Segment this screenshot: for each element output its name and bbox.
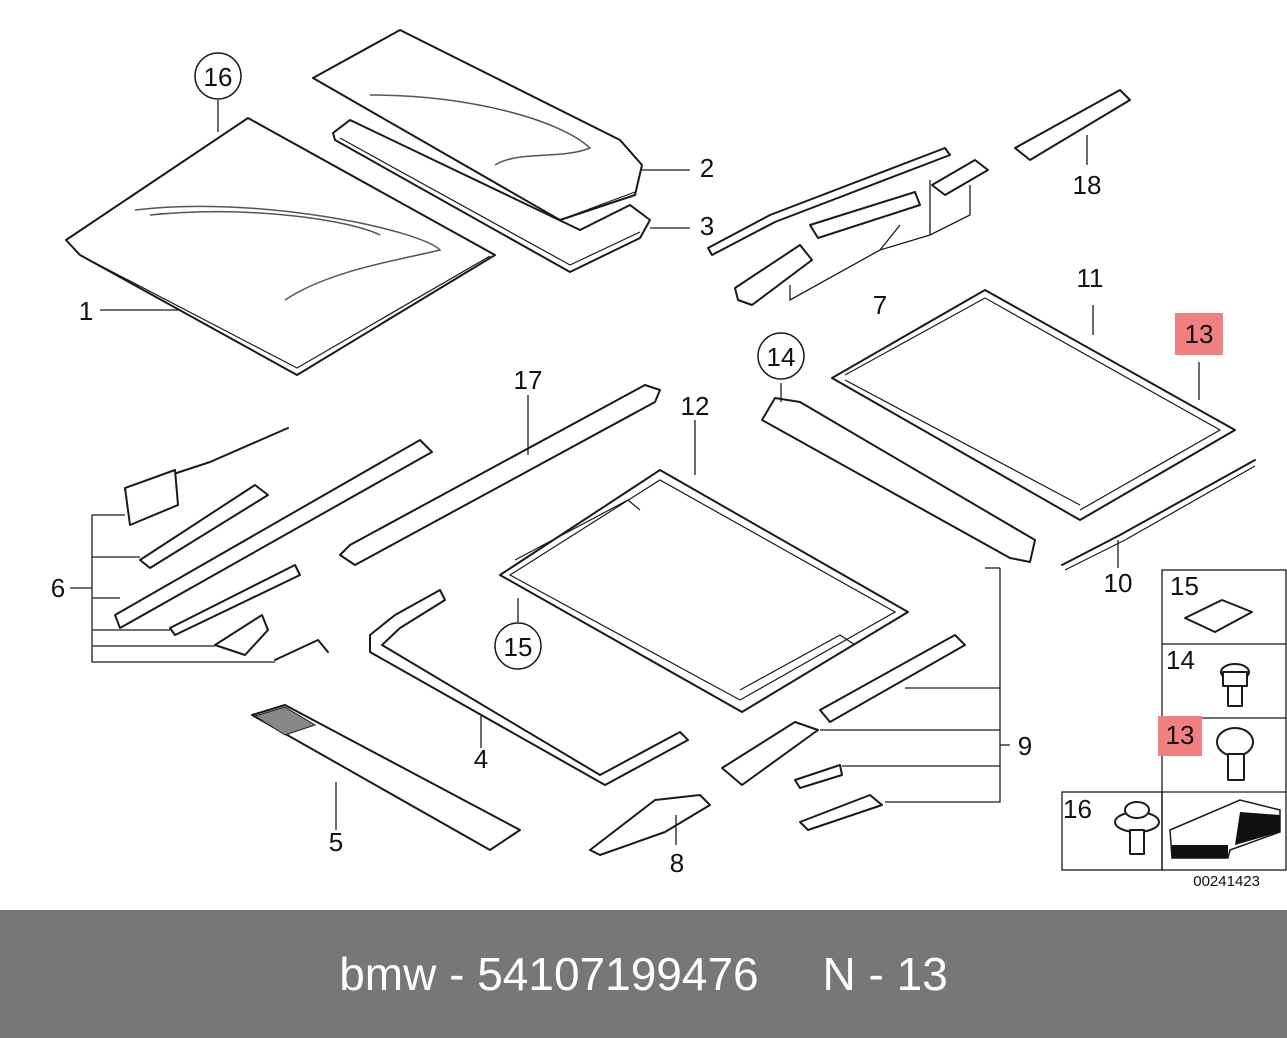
part-4-water-channel [369, 589, 689, 786]
part-14-wind-deflector [761, 383, 1036, 563]
part-8-slide-mechanism [589, 794, 711, 856]
diagram-number: 00241423 [1193, 873, 1260, 890]
svg-text:16: 16 [204, 62, 233, 92]
footer-gap [759, 947, 823, 1001]
legend-label-16: 16 [1063, 794, 1092, 824]
footer-position-label: N - 13 [822, 948, 948, 1000]
part-3-seal [332, 119, 651, 273]
callout-11: 11 [1077, 263, 1104, 293]
callout-9: 9 [1018, 731, 1032, 761]
part-10-seal-strip [1061, 459, 1256, 571]
part-12-frame [499, 420, 909, 713]
parts-diagram: 16 14 15 13 1 2 3 4 5 6 7 8 9 10 11 12 1… [51, 29, 1287, 890]
callout-17: 17 [514, 365, 543, 395]
part-17-guide-rail [339, 384, 661, 566]
svg-text:13: 13 [1185, 319, 1214, 349]
callout-10: 10 [1104, 568, 1133, 598]
callout-8: 8 [670, 848, 684, 878]
fastener-legend [1061, 569, 1287, 871]
callout-15-circled: 15 [494, 622, 542, 670]
callout-4: 4 [474, 744, 488, 774]
callout-3: 3 [700, 211, 714, 241]
footer-banner: bmw - 54107199476 N - 13 [0, 910, 1287, 1038]
screw-icon-16 [1114, 801, 1160, 855]
footer-part-number: 54107199476 [477, 948, 759, 1000]
part-7-rail-set [707, 147, 989, 306]
legend-label-15: 15 [1170, 571, 1199, 601]
callout-2: 2 [700, 153, 714, 183]
part-9-mechanism-set [721, 567, 1010, 831]
screw-icon-13 [1216, 727, 1254, 781]
part-5-mesh-strip [251, 704, 521, 851]
callout-6: 6 [51, 573, 65, 603]
screw-icon-14 [1220, 663, 1250, 707]
arrow-icon [1169, 799, 1281, 859]
svg-text:13: 13 [1166, 720, 1195, 750]
callout-13-highlighted: 13 [1175, 313, 1223, 355]
legend-label-14: 14 [1166, 645, 1195, 675]
svg-text:14: 14 [767, 342, 796, 372]
footer-separator: - [436, 948, 478, 1000]
footer-brand: bmw [339, 948, 437, 1000]
part-18-bracket [1014, 89, 1131, 165]
svg-text:15: 15 [504, 632, 533, 662]
callout-1: 1 [79, 296, 93, 326]
part-1-glass-panel [65, 117, 496, 376]
pad-icon [1184, 599, 1253, 633]
callout-12: 12 [681, 391, 710, 421]
callout-5: 5 [329, 827, 343, 857]
part-6-mechanism-set [70, 427, 433, 663]
legend-label-13-highlighted: 13 [1158, 716, 1202, 756]
callout-7: 7 [873, 290, 887, 320]
callout-14-circled: 14 [757, 332, 805, 380]
callout-18: 18 [1073, 170, 1102, 200]
part-11-sunshade-frame [831, 289, 1236, 521]
callout-16-circled: 16 [194, 52, 242, 100]
